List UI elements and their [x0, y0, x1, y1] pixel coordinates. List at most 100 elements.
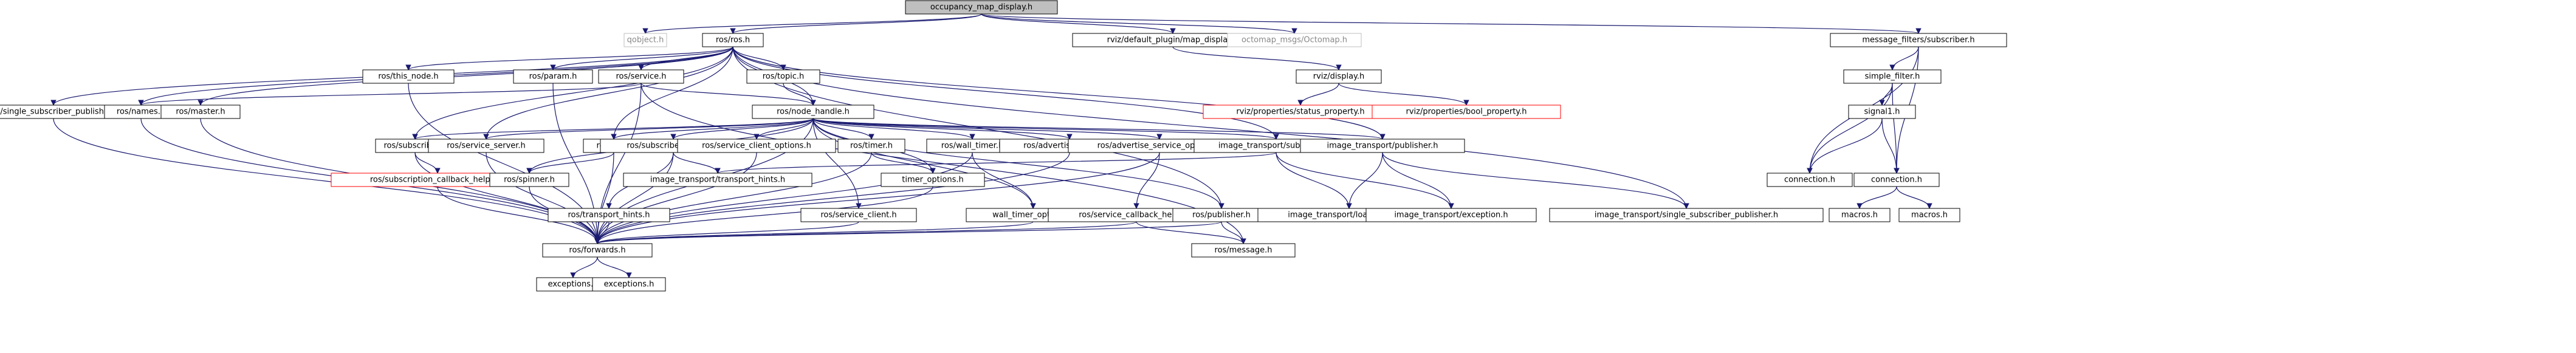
edge-rviz-display-to-bool-property: [1338, 83, 1469, 106]
node-timer-options[interactable]: timer_options.h: [881, 173, 985, 187]
node-topic[interactable]: ros/topic.h: [746, 69, 820, 84]
node-message[interactable]: ros/message.h: [1191, 243, 1296, 258]
node-label: image_transport/single_subscriber_publis…: [1595, 211, 1778, 220]
edge: [812, 118, 1279, 140]
node-simple-filter[interactable]: simple_filter.h: [1843, 69, 1942, 84]
edge: [812, 118, 1036, 209]
edge: [486, 152, 600, 244]
node-service-server[interactable]: ros/service_server.h: [428, 139, 544, 153]
node-mf-subscriber[interactable]: message_filters/subscriber.h: [1830, 33, 2007, 47]
edge-node-handle-to-wall-timer-options: [812, 118, 1036, 209]
node-macros1[interactable]: macros.h: [1829, 208, 1891, 222]
node-box: [623, 173, 812, 187]
node-label: macros.h: [1911, 211, 1948, 220]
node-box: [837, 139, 905, 153]
node-label: ros/service_callback_helper.h: [1079, 211, 1194, 220]
edge-map-display-to-rviz-display: [1172, 46, 1342, 70]
node-box: [1767, 173, 1853, 187]
node-label: ros/timer.h: [850, 142, 893, 151]
node-box: [428, 139, 544, 153]
edge-service-callback-helper-to-message: [1136, 221, 1246, 244]
edge: [1856, 186, 1897, 209]
node-exceptions2[interactable]: exceptions.h: [592, 277, 666, 292]
edge-wall-timer-to-forwards: [594, 152, 973, 244]
node-label: ros/ros.h: [716, 36, 750, 45]
edge-service-to-node-handle: [641, 83, 816, 106]
edge: [812, 118, 1386, 140]
node-box: [160, 105, 241, 119]
node-it-transport-hints[interactable]: image_transport/transport_hints.h: [623, 173, 812, 187]
node-ros-ros[interactable]: ros/ros.h: [702, 33, 764, 47]
node-it-exception[interactable]: image_transport/exception.h: [1365, 208, 1537, 222]
edge-it-publisher-to-loader-fwds: [1346, 152, 1383, 209]
node-label: ros/service.h: [616, 72, 666, 81]
node-master[interactable]: ros/master.h: [160, 105, 241, 119]
node-label: signal1.h: [1864, 108, 1900, 117]
node-signal1[interactable]: signal1.h: [1848, 105, 1916, 119]
edge-service-client-to-forwards: [594, 221, 859, 244]
node-macros2[interactable]: macros.h: [1898, 208, 1960, 222]
edge: [594, 152, 614, 244]
node-box: [1853, 173, 1940, 187]
node-label: rviz/properties/bool_property.h: [1406, 108, 1527, 117]
node-publisher[interactable]: ros/publisher.h: [1172, 208, 1271, 222]
edge-root-to-octomap: [981, 13, 1297, 34]
edge: [812, 118, 874, 140]
node-status-property[interactable]: rviz/properties/status_property.h: [1203, 105, 1398, 119]
edge-publisher-to-message: [1221, 221, 1246, 244]
node-it-publisher[interactable]: image_transport/publisher.h: [1300, 139, 1465, 153]
edge: [414, 152, 441, 174]
edge: [981, 13, 1176, 34]
edge-signal1-to-connection2: [1881, 118, 1900, 174]
node-connection1[interactable]: connection.h: [1767, 173, 1853, 187]
edge-node-handle-to-subscribe-options: [670, 118, 814, 140]
edge: [597, 256, 632, 278]
node-it-single-sub-pub[interactable]: image_transport/single_subscriber_publis…: [1549, 208, 1824, 222]
edge-timer-to-timer-options: [871, 152, 936, 174]
node-rviz-display[interactable]: rviz/display.h: [1296, 69, 1382, 84]
node-label: ros/forwards.h: [569, 246, 625, 255]
node-box: [489, 173, 569, 187]
node-map-display[interactable]: rviz/default_plugin/map_display.h: [1072, 33, 1274, 47]
node-param[interactable]: ros/param.h: [513, 69, 593, 84]
node-timer[interactable]: ros/timer.h: [837, 139, 905, 153]
node-bool-property[interactable]: rviz/properties/bool_property.h: [1372, 105, 1561, 119]
node-service-client[interactable]: ros/service_client.h: [800, 208, 917, 222]
node-label: ros/advertise_service_options.h: [1097, 142, 1222, 151]
edge-ros-ros-to-init: [611, 46, 733, 140]
node-root[interactable]: occupancy_map_display.h: [905, 0, 1058, 15]
node-exceptions1[interactable]: exceptions.h: [536, 277, 610, 292]
edge-node-handle-to-wall-timer: [812, 118, 975, 140]
node-forwards[interactable]: ros/forwards.h: [542, 243, 653, 258]
edge-timer-options-to-forwards: [594, 186, 933, 244]
edge-service-client-options-to-forwards: [594, 152, 757, 244]
node-connection2[interactable]: connection.h: [1853, 173, 1940, 187]
node-box: [702, 33, 764, 47]
edge-subscriber-to-forwards: [414, 152, 600, 244]
node-box: [1848, 105, 1916, 119]
node-label: ros/publisher.h: [1192, 211, 1251, 220]
edge-publisher-to-forwards: [594, 221, 1222, 244]
node-service-client-options[interactable]: ros/service_client_options.h: [677, 139, 836, 153]
edge: [641, 83, 816, 106]
edge-rviz-display-to-status-property: [1297, 83, 1339, 106]
edge-timer-to-forwards: [594, 152, 872, 244]
node-label: ros/names.h: [117, 108, 165, 117]
edge: [138, 83, 642, 106]
node-this-node[interactable]: ros/this_node.h: [362, 69, 455, 84]
edge: [594, 152, 872, 244]
node-transport-hints[interactable]: ros/transport_hints.h: [548, 208, 670, 222]
edge-ros-ros-to-it-publisher: [732, 46, 1386, 140]
node-spinner[interactable]: ros/spinner.h: [489, 173, 569, 187]
node-names[interactable]: ros/names.h: [104, 105, 178, 119]
node-service[interactable]: ros/service.h: [598, 69, 684, 84]
node-wall-timer[interactable]: ros/wall_timer.h: [926, 139, 1018, 153]
node-node-handle[interactable]: ros/node_handle.h: [752, 105, 874, 119]
node-box: [1191, 243, 1296, 258]
node-box: [1296, 69, 1382, 84]
edge-ros-ros-to-service-server: [483, 46, 733, 140]
edge: [1382, 152, 1689, 209]
edge: [550, 46, 733, 70]
